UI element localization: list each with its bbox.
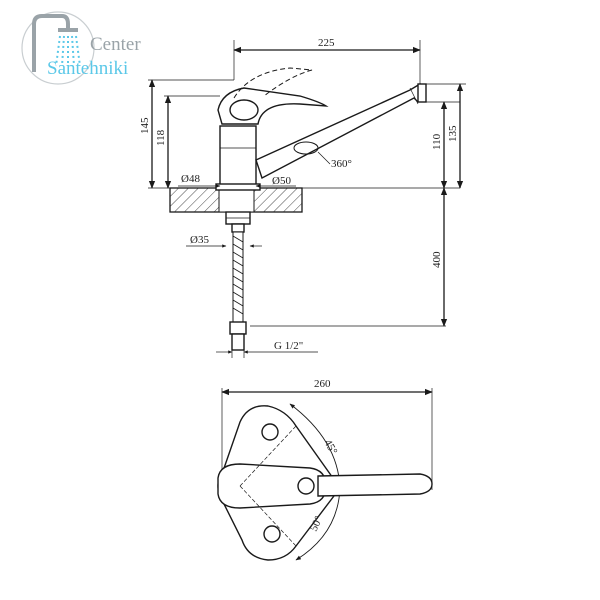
mount-hole-top [261, 423, 279, 441]
dim-width-top: 225 [318, 37, 335, 49]
aerator [417, 83, 427, 103]
dim-angle-50: 50° [308, 514, 325, 533]
dim-height-118: 118 [155, 129, 167, 146]
dim-angle-45: 45° [321, 438, 339, 457]
top-aerator [297, 477, 315, 495]
dim-d50: Ø50 [272, 175, 291, 187]
rotation-label: 360° [331, 158, 352, 170]
logo-circle [21, 11, 95, 85]
mount-hole [218, 187, 255, 213]
dim-d48: Ø48 [181, 173, 200, 185]
dim-height-110: 110 [431, 133, 443, 150]
supply-hose [229, 231, 247, 351]
angle-arc-bottom [295, 487, 341, 561]
faucet-body [219, 125, 257, 189]
dim-width-bottom: 260 [314, 378, 331, 390]
brand-logo: Center Santehniki [21, 11, 141, 85]
top-spout [317, 473, 433, 497]
dim-height-145: 145 [139, 117, 151, 134]
lever-cap [229, 99, 259, 121]
rotation-indicator [293, 141, 319, 155]
dim-d35: Ø35 [190, 234, 209, 246]
dim-thread: G 1/2" [274, 340, 303, 352]
dim-height-135: 135 [447, 125, 459, 142]
logo-line2: Santehniki [47, 58, 128, 79]
logo-line1: Center [90, 34, 141, 55]
mount-hole-bottom [263, 525, 281, 543]
base-flange [215, 183, 261, 191]
top-view: 260 45° 50° [217, 378, 433, 561]
mount-stud [231, 223, 245, 233]
lever-open [233, 67, 313, 99]
dim-hose-400: 400 [431, 251, 443, 268]
shower-icon [32, 14, 81, 72]
side-view: 360° 225 145 118 110 135 [139, 37, 466, 358]
